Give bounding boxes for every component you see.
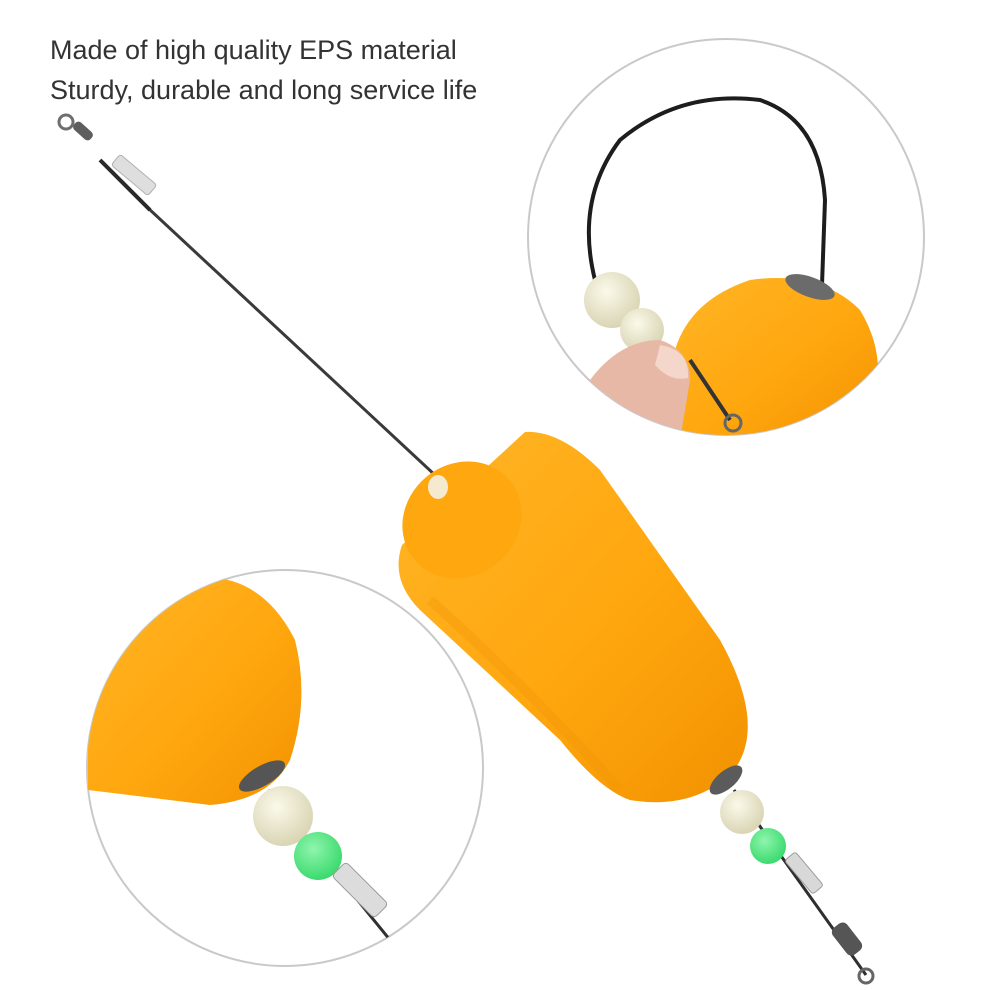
float-closeup-icon (671, 278, 878, 435)
detail-inset-top (527, 38, 925, 436)
bottom-rig (709, 765, 875, 985)
caption-line-1: Made of high quality EPS material (50, 35, 457, 65)
glow-bead-icon (720, 790, 764, 834)
main-fishing-line (98, 158, 438, 478)
fishing-float-icon (398, 431, 748, 803)
detail-inset-bottom (86, 569, 484, 967)
top-swivel-icon (57, 113, 157, 196)
product-caption: Made of high quality EPS material Sturdy… (50, 30, 477, 110)
green-bead-icon (750, 828, 786, 864)
bottom-swivel-icon (831, 922, 863, 956)
caption-line-2: Sturdy, durable and long service life (50, 75, 478, 105)
float-closeup-icon (88, 577, 302, 805)
